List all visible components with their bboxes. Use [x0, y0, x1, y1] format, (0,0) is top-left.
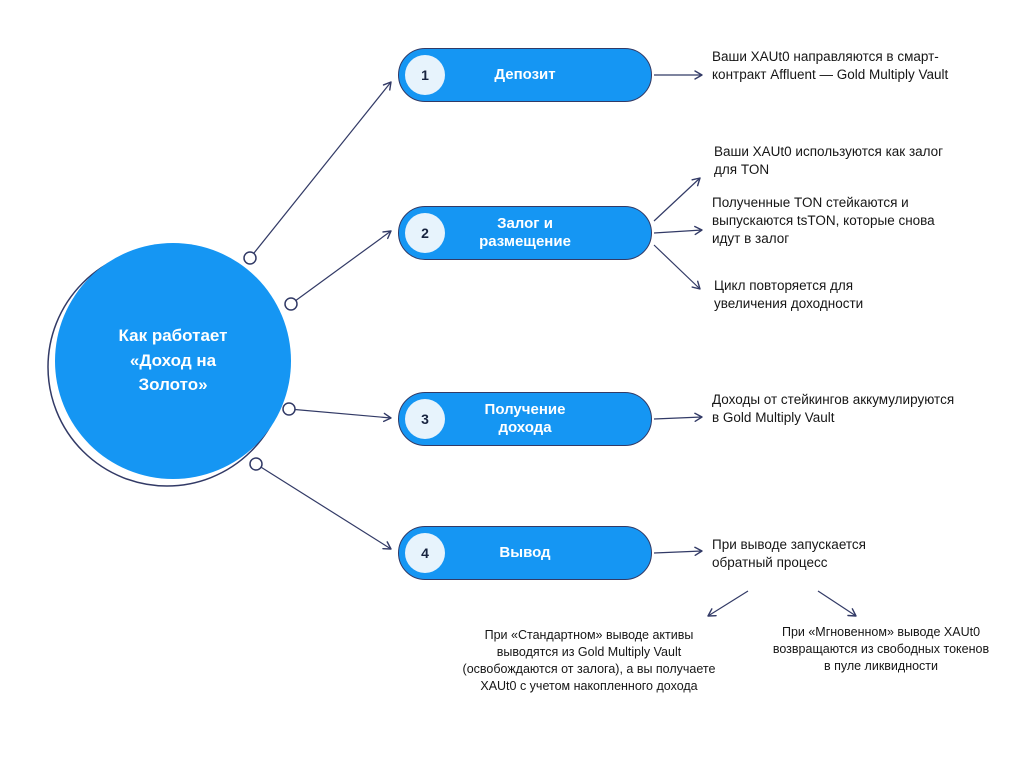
connector-line-step4: [255, 463, 392, 550]
note-collateral-staking: Полученные TON стейкаются и выпускаются …: [712, 195, 935, 246]
connector-line-note2b: [653, 225, 703, 236]
step-pill-income: 3 Получение дохода: [398, 392, 652, 446]
step-number-badge-1: 1: [405, 55, 445, 95]
step-label-deposit: Депозит: [494, 66, 556, 83]
connector-node-4: [249, 457, 263, 471]
connector-line-step2: [290, 230, 392, 305]
step-number-badge-2: 2: [405, 213, 445, 253]
connector-line-branch-left: [707, 590, 749, 617]
step-number-badge-3: 3: [405, 399, 445, 439]
step-label-collateral: Залог и размещение: [479, 215, 571, 250]
note-deposit: Ваши XAUt0 направляются в смарт-контракт…: [712, 49, 949, 82]
note-collateral-cycle: Цикл повторяется для увеличения доходнос…: [714, 278, 864, 311]
center-circle: [55, 243, 291, 479]
step-pill-collateral: 2 Залог и размещение: [398, 206, 652, 260]
connector-node-2: [284, 297, 298, 311]
connector-line-note2a: [653, 177, 701, 222]
step-pill-withdraw: 4 Вывод: [398, 526, 652, 580]
connector-node-1: [243, 251, 257, 265]
step-pill-deposit: 1 Депозит: [398, 48, 652, 102]
note-income: Доходы от стейкингов аккумулируются в Go…: [712, 392, 955, 425]
step-number-badge-4: 4: [405, 533, 445, 573]
note-withdraw-instant: При «Мгновенном» выводе XAUt0 возвращают…: [772, 625, 990, 673]
connector-line-note4: [653, 546, 703, 556]
connector-line-note2c: [653, 244, 701, 290]
connector-node-3: [282, 402, 296, 416]
step-label-withdraw: Вывод: [499, 544, 551, 561]
connector-line-step1: [249, 81, 392, 259]
step-label-income: Получение дохода: [484, 401, 566, 436]
note-withdraw: При выводе запускается обратный процесс: [712, 537, 866, 570]
note-collateral-ton: Ваши XAUt0 используются как залог для TO…: [714, 144, 944, 177]
connector-line-branch-right: [817, 590, 857, 617]
connector-line-step3: [288, 408, 392, 423]
connector-line-note3: [653, 412, 703, 422]
note-withdraw-standard: При «Стандартном» выводе активы выводятс…: [462, 628, 716, 693]
